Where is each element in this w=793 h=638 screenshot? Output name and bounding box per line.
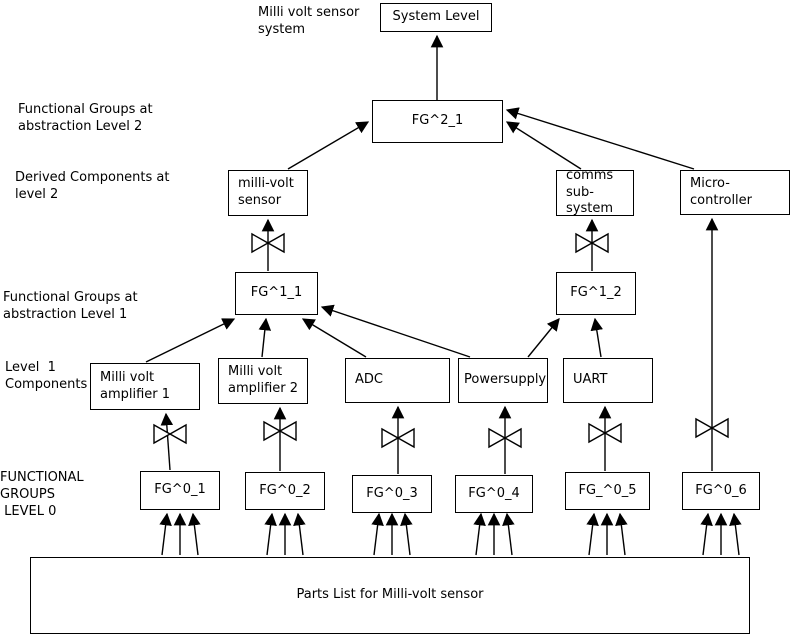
bowtie-icon	[575, 232, 609, 254]
node-fg0-1: FG^0_1	[140, 471, 220, 510]
node-comms-subsystem: comms sub-system	[556, 168, 634, 216]
node-fg0-5: FG_^0_5	[565, 472, 650, 510]
hierarchy-arrows	[145, 34, 719, 474]
node-micro-controller: Micro- controller	[680, 170, 790, 215]
node-fg2-1: FG^2_1	[372, 100, 503, 143]
node-uart: UART	[563, 358, 653, 403]
node-system-level: System Level	[380, 3, 492, 32]
label-fg-level2: Functional Groups at abstraction Level 2	[18, 102, 153, 135]
node-fg0-2: FG^0_2	[245, 472, 325, 510]
bowtie-icons	[153, 232, 729, 449]
label-derived-level2: Derived Components at level 2	[15, 170, 170, 203]
node-fg1-1: FG^1_1	[235, 272, 318, 315]
node-adc: ADC	[345, 358, 450, 403]
label-level1-components: Level 1 Components	[5, 360, 88, 393]
bowtie-icon	[695, 417, 729, 439]
node-fg1-2: FG^1_2	[556, 272, 636, 315]
node-powersupply: Powersupply	[458, 358, 548, 403]
bowtie-icon	[251, 232, 285, 254]
bowtie-icon	[488, 427, 522, 449]
node-fg0-4: FG^0_4	[455, 475, 533, 513]
node-amplifier2: Milli volt amplifier 2	[218, 358, 308, 404]
node-milli-volt-sensor: milli-volt sensor	[228, 170, 308, 216]
label-fg-level1: Functional Groups at abstraction Level 1	[3, 290, 138, 323]
bowtie-icon	[153, 423, 187, 445]
bowtie-icon	[588, 422, 622, 444]
parts-list-arrows	[159, 512, 742, 556]
node-fg0-3: FG^0_3	[352, 475, 432, 513]
node-fg0-6: FG^0_6	[682, 472, 760, 510]
label-fg-level0: FUNCTIONAL GROUPS LEVEL 0	[0, 470, 84, 520]
bowtie-icon	[381, 427, 415, 449]
label-system-title: Milli volt sensor system	[258, 5, 360, 38]
node-amplifier1: Milli volt amplifier 1	[90, 363, 200, 410]
bowtie-icon	[263, 420, 297, 442]
node-parts-list: Parts List for Milli-volt sensor	[30, 557, 750, 634]
